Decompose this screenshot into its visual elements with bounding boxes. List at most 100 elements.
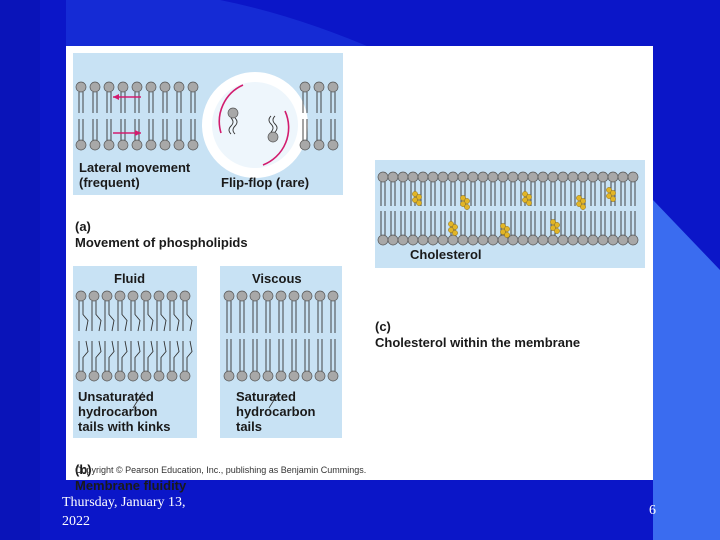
lipid-head (457, 234, 469, 246)
phospholipid (537, 211, 549, 246)
lipid-head (159, 139, 171, 151)
lipid-head (517, 234, 529, 246)
lipid-head (577, 234, 589, 246)
lipid-tail (108, 301, 115, 332)
phospholipid (507, 211, 519, 246)
lipid-head (153, 290, 165, 302)
lipid-head (517, 171, 529, 183)
phospholipid (140, 290, 154, 332)
phospholipid (288, 339, 300, 382)
cholesterol-molecule (550, 219, 560, 234)
unsaturated-pointer (132, 391, 144, 409)
phospholipid (417, 211, 429, 246)
cholesterol-ring (554, 222, 560, 228)
fluid-heading: Fluid (114, 271, 146, 286)
phospholipid (75, 81, 87, 113)
lipid-head (547, 171, 559, 183)
membrane-figure: Lateral movement (frequent) Flip-flop (r… (66, 46, 653, 493)
cholesterol-ring (412, 197, 418, 203)
lipid-head (417, 234, 429, 246)
phospholipid (387, 171, 399, 206)
slide-number: 6 (649, 503, 656, 518)
lipid-head (249, 290, 261, 302)
lipid-head (417, 171, 429, 183)
phospholipid (627, 171, 639, 206)
phospholipid (262, 339, 274, 382)
phospholipid (89, 119, 101, 151)
phospholipid (159, 81, 171, 113)
lipid-head (75, 290, 87, 302)
cholesterol-ring (522, 191, 528, 197)
lipid-head (387, 171, 399, 183)
lipid-head (447, 171, 459, 183)
lipid-tail (147, 340, 154, 371)
lipid-head (313, 81, 325, 93)
phospholipid (166, 290, 180, 332)
lipid-head (236, 290, 248, 302)
lipid-head (187, 139, 199, 151)
phospholipid (103, 119, 115, 151)
lipid-head (127, 290, 139, 302)
lipid-head (497, 171, 509, 183)
lipid-head (131, 81, 143, 93)
phospholipid (127, 340, 141, 382)
phospholipid (88, 290, 102, 332)
lipid-tail (186, 340, 193, 371)
phospholipid (507, 171, 519, 206)
cholesterol-ring (576, 201, 582, 207)
lipid-head (131, 139, 143, 151)
cholesterol-ring (576, 195, 582, 201)
lipid-head (617, 234, 629, 246)
phospholipid (114, 340, 128, 382)
lateral-movement-label: Lateral movement (frequent) (79, 160, 191, 190)
cholesterol-molecule (606, 187, 616, 202)
lipid-head (114, 370, 126, 382)
panel-c-letter: (c) (375, 319, 391, 334)
lipid-head (587, 234, 599, 246)
lipid-head (557, 171, 569, 183)
phospholipid (377, 211, 389, 246)
lipid-head (437, 171, 449, 183)
cholesterol-molecule (522, 191, 532, 206)
cholesterol-molecule (412, 191, 422, 206)
lipid-head (101, 290, 113, 302)
phospholipid (227, 107, 239, 135)
cholesterol-ring (460, 201, 466, 207)
cholesterol-ring (610, 196, 616, 202)
cholesterol-ring (580, 198, 586, 204)
cholesterol-ring (452, 224, 458, 230)
lipid-head (507, 234, 519, 246)
lipid-head (159, 81, 171, 93)
lipid-head (262, 370, 274, 382)
phospholipid (131, 119, 143, 151)
lipid-head (627, 234, 639, 246)
phospholipid (437, 211, 449, 246)
phospholipid (397, 171, 409, 206)
flip-flop-arrow-up (218, 84, 244, 134)
viscous-heading: Viscous (252, 271, 302, 286)
lipid-head (314, 370, 326, 382)
phospholipid (145, 119, 157, 151)
lipid-head (166, 370, 178, 382)
phospholipid (397, 211, 409, 246)
lipid-head (427, 234, 439, 246)
cholesterol-ring (412, 191, 418, 197)
phospholipid (387, 211, 399, 246)
cholesterol-ring (550, 225, 556, 231)
phospholipid (301, 290, 313, 333)
cholesterol-ring (452, 230, 458, 236)
panel-a-title: (a) Movement of phospholipids (75, 203, 248, 251)
phospholipid (301, 339, 313, 382)
lipid-head (327, 139, 339, 151)
lipid-head (537, 234, 549, 246)
lipid-head (567, 234, 579, 246)
lipid-head (327, 370, 339, 382)
lipid-head (75, 139, 87, 151)
phospholipid (299, 81, 311, 113)
lipid-head (577, 171, 589, 183)
lipid-head (427, 171, 439, 183)
phospholipid (487, 171, 499, 206)
phospholipid (577, 211, 589, 246)
phospholipid (75, 340, 89, 382)
cholesterol-ring (504, 226, 510, 232)
